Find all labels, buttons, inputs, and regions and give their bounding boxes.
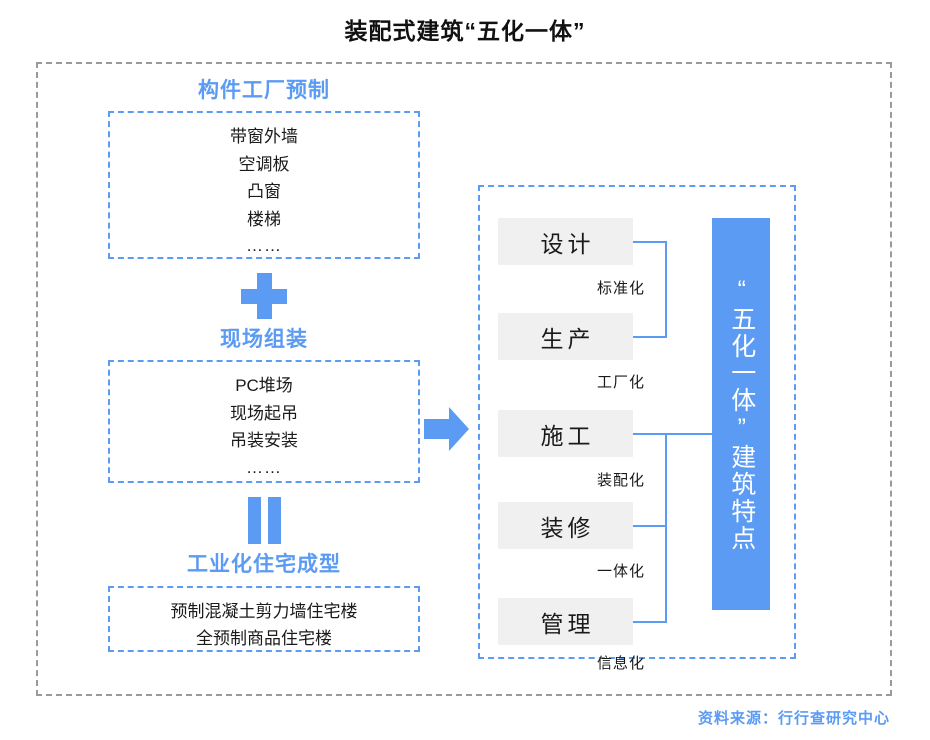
list-item: 现场起吊 <box>230 403 298 423</box>
stage-box-production[interactable]: 生产 <box>498 313 633 360</box>
feature-bar-label: “五化一体”建筑特点 <box>727 276 756 552</box>
bracket-stub-production <box>633 336 667 338</box>
list-item: PC堆场 <box>235 376 293 396</box>
bracket-trunk-lower <box>665 433 667 623</box>
equals-icon <box>247 497 281 545</box>
stage-label-factorization: 工厂化 <box>596 374 645 391</box>
stage-label-integration: 一体化 <box>596 563 645 580</box>
group-box-industrial: 预制混凝土剪力墙住宅楼 全预制商品住宅楼 <box>108 585 420 652</box>
bracket-trunk-upper <box>665 241 667 338</box>
feature-bar: “五化一体”建筑特点 <box>712 218 770 610</box>
list-item: 空调板 <box>238 154 290 174</box>
list-item: 楼梯 <box>247 209 281 229</box>
stage-label-standardization: 标准化 <box>596 280 645 297</box>
page-title: 装配式建筑“五化一体” <box>344 18 586 44</box>
stage-box-decoration[interactable]: 装修 <box>498 502 633 549</box>
stage-label-informatization: 信息化 <box>596 655 645 672</box>
stage-label-assembly: 装配化 <box>596 472 645 489</box>
list-item: 预制混凝土剪力墙住宅楼 <box>170 601 358 621</box>
right-arrow-icon <box>424 405 470 453</box>
source-note: 资料来源：行行查研究中心 <box>697 710 890 727</box>
bracket-stub-management <box>633 621 667 623</box>
stage-box-construction[interactable]: 施工 <box>498 410 633 457</box>
group-heading-prefab: 构件工厂预制 <box>198 79 330 102</box>
list-ellipsis: …… <box>246 457 282 477</box>
outer-diagram-frame <box>36 62 892 696</box>
plus-icon <box>241 273 287 320</box>
left-column: 构件工厂预制 带窗外墙 空调板 凸窗 楼梯 …… 现场组装 PC堆场 现场起吊 … <box>108 78 420 678</box>
plus-operator <box>108 273 420 320</box>
list-item: 吊装安装 <box>230 431 298 451</box>
stage-box-management[interactable]: 管理 <box>498 598 633 645</box>
list-item: 凸窗 <box>247 182 281 202</box>
stage-box-design[interactable]: 设计 <box>498 218 633 265</box>
group-heading-industrial: 工业化住宅成型 <box>187 553 341 577</box>
group-heading-onsite: 现场组装 <box>220 328 308 352</box>
list-ellipsis: …… <box>246 236 282 256</box>
list-item: 带窗外墙 <box>230 127 298 147</box>
bracket-stub-decoration <box>633 525 667 527</box>
group-box-prefab: 带窗外墙 空调板 凸窗 楼梯 …… <box>108 111 420 260</box>
group-box-onsite: PC堆场 现场起吊 吊装安装 …… <box>108 360 420 484</box>
list-item: 全预制商品住宅楼 <box>196 629 332 649</box>
bracket-spine-to-feature-bar <box>633 433 714 435</box>
right-panel-frame <box>478 185 796 659</box>
bracket-stub-design <box>633 241 667 243</box>
equals-operator <box>108 497 420 545</box>
